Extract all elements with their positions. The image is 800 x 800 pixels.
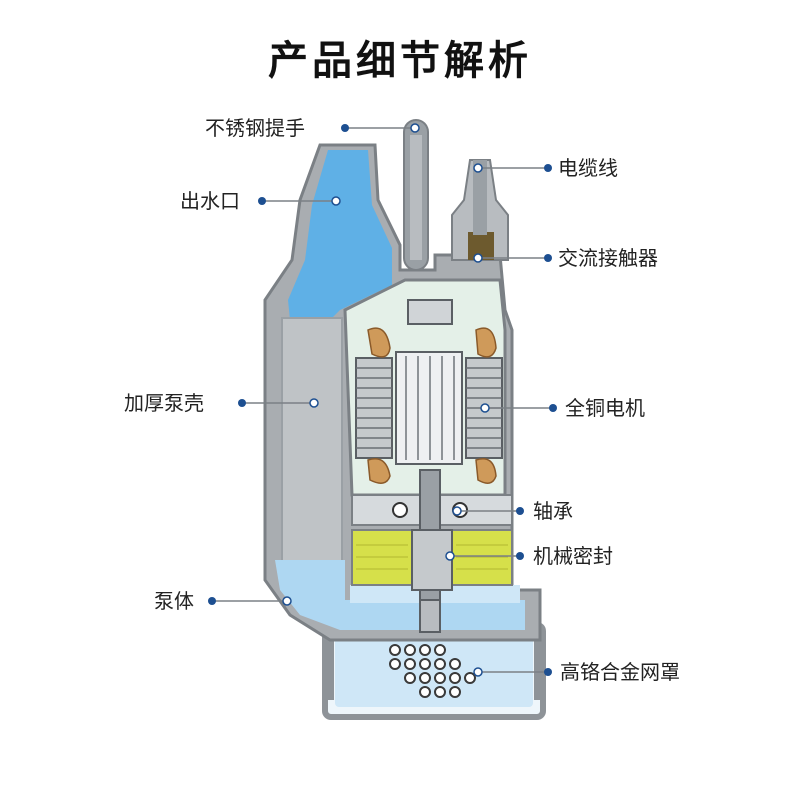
- label-handle: 不锈钢提手: [205, 116, 305, 140]
- dot-motor: [549, 404, 557, 412]
- label-body: 泵体: [154, 589, 194, 613]
- label-seal: 机械密封: [533, 544, 613, 568]
- dot-motor-end: [480, 403, 490, 413]
- label-shell: 加厚泵壳: [124, 391, 204, 415]
- dot-mesh: [544, 668, 552, 676]
- dot-seal: [516, 552, 524, 560]
- dot-cable-end: [473, 163, 483, 173]
- dot-bearing: [516, 507, 524, 515]
- dot-outlet: [258, 197, 266, 205]
- label-outlet: 出水口: [180, 189, 240, 213]
- leader-dots: [208, 123, 557, 677]
- label-bearing: 轴承: [533, 499, 573, 523]
- dot-mesh-end: [473, 667, 483, 677]
- label-mesh: 高铬合金网罩: [560, 660, 680, 684]
- dot-seal-end: [445, 551, 455, 561]
- dot-contactor: [544, 254, 552, 262]
- dot-bearing-end: [452, 506, 462, 516]
- dot-outlet-end: [331, 196, 341, 206]
- dot-body: [208, 597, 216, 605]
- dot-cable: [544, 164, 552, 172]
- label-cable: 电缆线: [558, 156, 618, 180]
- dot-shell-end: [309, 398, 319, 408]
- dot-contactor-end: [473, 253, 483, 263]
- label-contactor: 交流接触器: [558, 246, 658, 270]
- dot-handle: [341, 124, 349, 132]
- handle: [403, 119, 429, 271]
- page-title: 产品细节解析: [268, 38, 532, 84]
- shaft-assembly: [351, 469, 513, 633]
- dot-handle-end: [410, 123, 420, 133]
- label-motor: 全铜电机: [565, 396, 645, 420]
- cable-gland: [451, 159, 509, 261]
- dot-body-end: [282, 596, 292, 606]
- leader-lines: [212, 127, 553, 673]
- motor-chamber: [343, 278, 507, 497]
- dot-shell: [238, 399, 246, 407]
